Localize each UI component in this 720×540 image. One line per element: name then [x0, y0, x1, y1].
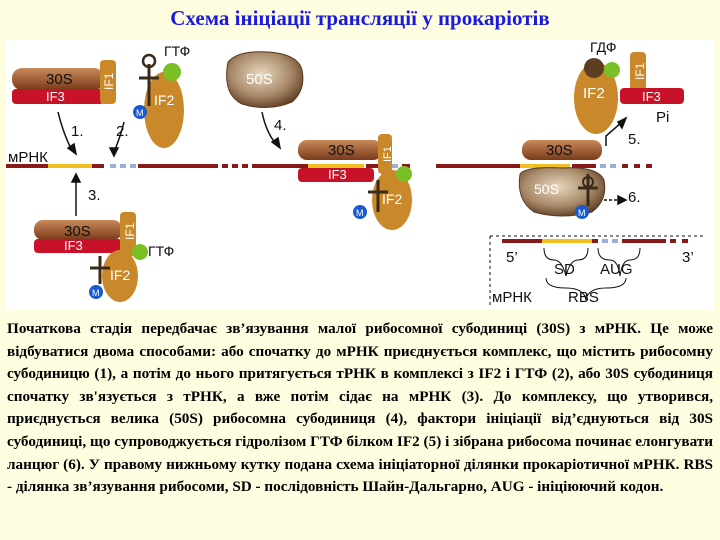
svg-text:30S: 30S [546, 142, 573, 159]
svg-text:IF2: IF2 [110, 267, 130, 283]
label-if1: IF1 [102, 72, 116, 90]
step-3: 3. [88, 187, 101, 204]
label-gdp: ГДФ [590, 40, 616, 55]
subunit-30s [12, 68, 104, 90]
label-30s: 30S [46, 71, 73, 88]
label-rbs: RBS [568, 289, 599, 306]
complex-30s-trna-step3: 30S IF3 IF1 IF2 M ГТФ [34, 212, 174, 302]
subunit-50s-top: 50S [226, 51, 304, 108]
step-2: 2. [116, 123, 129, 140]
label-50s: 50S [246, 71, 273, 88]
arrows [57, 111, 628, 216]
label-if2: IF2 [154, 92, 174, 108]
factor-if1 [100, 60, 116, 104]
complex-30s-if1-if3: 30S IF3 IF1 [12, 60, 116, 104]
label-3-prime: 3’ [682, 249, 694, 266]
svg-text:IF3: IF3 [328, 167, 347, 182]
svg-text:IF2: IF2 [583, 85, 605, 102]
svg-text:M: M [356, 208, 364, 218]
assembled-ribosome-right: 30S 50S M [518, 140, 606, 219]
met-ball [133, 105, 147, 119]
svg-text:M: M [578, 208, 586, 218]
label-met: M [136, 108, 144, 118]
released-factors: IF2 ГДФ IF1 IF3 Pi [574, 40, 684, 134]
label-5-prime: 5’ [506, 249, 518, 266]
svg-text:IF1: IF1 [633, 62, 647, 80]
svg-text:50S: 50S [534, 181, 559, 197]
step-4: 4. [274, 117, 287, 134]
label-if3: IF3 [46, 89, 65, 104]
svg-text:ГТФ: ГТФ [148, 243, 174, 259]
svg-text:IF1: IF1 [123, 222, 137, 240]
svg-text:IF3: IF3 [642, 89, 661, 104]
label-sd: SD [554, 261, 575, 278]
svg-text:IF3: IF3 [64, 238, 83, 253]
trna-loop [141, 53, 157, 69]
trna-shape [139, 64, 159, 106]
factor-if3 [12, 89, 104, 104]
step-1: 1. [71, 123, 84, 140]
label-gtp: ГТФ [164, 43, 190, 59]
svg-text:M: M [92, 288, 100, 298]
factor-if2 [144, 72, 184, 148]
initiation-region-schematic: 5’ 3’ SD AUG RBS мРНК [489, 235, 706, 306]
complex-30s-on-mrna-middle: 30S IF3 IF1 IF2 M [298, 134, 412, 230]
svg-text:30S: 30S [64, 223, 91, 240]
svg-text:IF2: IF2 [382, 191, 402, 207]
mrna-main-strand [6, 164, 652, 168]
label-aug: AUG [600, 261, 633, 278]
trna-if2-gtp-complex-top: IF2 M ГТФ [133, 43, 190, 148]
step-5: 5. [628, 131, 641, 148]
svg-text:30S: 30S [328, 142, 355, 159]
translation-initiation-diagram: 30S IF3 IF1 IF2 M ГТФ 50S 1. 2. 4. 5. 6.… [6, 40, 714, 310]
gtp-ball [163, 63, 181, 81]
svg-text:IF1: IF1 [382, 146, 394, 162]
description-text: Початкова стадія передбачає зв’язування … [7, 320, 713, 496]
label-mrna-main: мРНК [8, 149, 48, 166]
label-pi: Pi [656, 109, 669, 126]
step-6: 6. [628, 189, 641, 206]
page-title: Схема ініціації трансляції у прокаріотів [170, 6, 550, 30]
label-mrna-schematic: мРНК [492, 289, 532, 306]
